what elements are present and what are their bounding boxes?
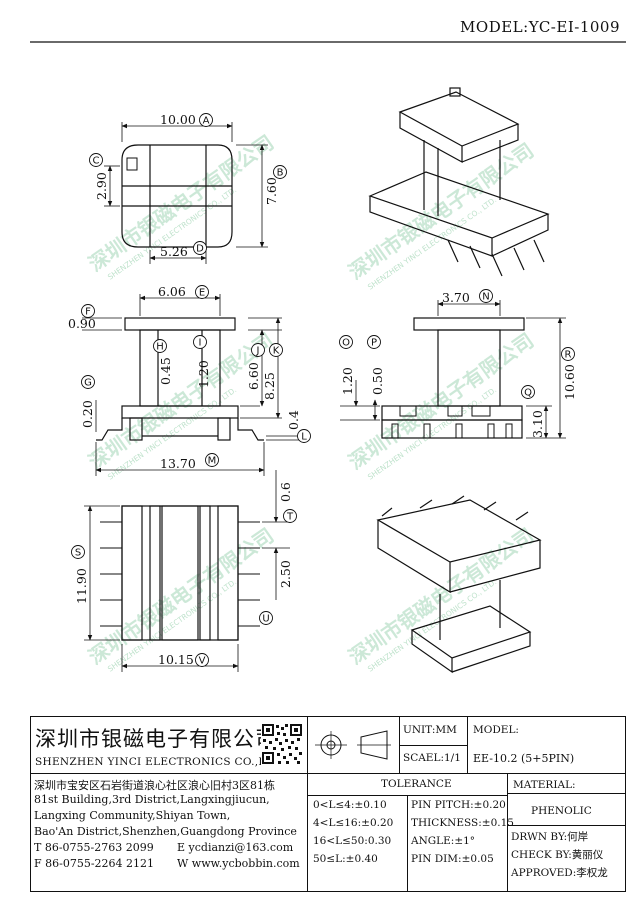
svg-text:B: B: [277, 168, 284, 179]
dim-R: 10.60: [562, 364, 577, 400]
svg-text:R: R: [565, 350, 572, 361]
svg-text:O: O: [342, 338, 350, 349]
tolerance-row: PIN PITCH:±0.20: [411, 799, 506, 811]
watermark-cn: 深圳市银磁电子有限公司: [344, 523, 538, 669]
watermark-cn: 深圳市银磁电子有限公司: [84, 523, 278, 669]
model-value: EE-10.2 (5+5PIN): [473, 752, 575, 765]
tolerance-row: 50≤L:±0.40: [313, 853, 378, 865]
tolerance-row: 16<L≤50:0.30: [313, 835, 392, 847]
svg-text:L: L: [301, 432, 307, 443]
model-caption: MODEL:: [473, 724, 519, 736]
svg-text:E: E: [199, 288, 205, 299]
dim-H: 0.45: [158, 357, 173, 385]
svg-text:U: U: [262, 614, 269, 625]
tolerance-title: TOLERANCE: [381, 778, 452, 790]
svg-text:P: P: [371, 338, 377, 349]
dim-O: 1.20: [340, 367, 355, 395]
address-line: Langxing Community,Shiyan Town,: [34, 809, 231, 822]
dim-T: 0.6: [278, 482, 293, 502]
dim-A: 10.00: [160, 112, 196, 127]
model-label: MODEL:YC-EI-1009: [460, 18, 620, 36]
dim-N: 3.70: [442, 290, 470, 305]
watermarks: 深圳市银磁电子有限公司 SHENZHEN YINCI ELECTRONICS C…: [84, 130, 538, 673]
watermark-cn: 深圳市银磁电子有限公司: [84, 328, 278, 474]
fax-text: F 86-0755-2264 2121: [34, 857, 155, 870]
svg-text:C: C: [93, 156, 100, 167]
unit-label: UNIT:MM: [403, 724, 457, 736]
check-by: CHECK BY:黄丽仪: [511, 849, 604, 861]
watermark-cn: 深圳市银磁电子有限公司: [344, 328, 538, 474]
technical-drawing: 深圳市银磁电子有限公司 SHENZHEN YINCI ELECTRONICS C…: [30, 41, 626, 674]
svg-text:F: F: [85, 307, 91, 318]
dim-C: 2.90: [94, 172, 109, 200]
svg-text:T: T: [286, 512, 294, 523]
address-line: Bao'An District,Shenzhen,Guangdong Provi…: [34, 825, 297, 838]
iso-view-bottom: [376, 495, 542, 674]
tolerance-row: 0<L≤4:±0.10: [313, 799, 387, 811]
dim-U: 2.50: [278, 560, 293, 588]
projection-symbol-icon: [315, 730, 391, 760]
iso-view-top: [368, 87, 550, 277]
dim-M: 13.70: [160, 456, 196, 471]
tolerance-row: THICKNESS:±0.15: [411, 817, 514, 829]
address-line: 深圳市宝安区石岩街道浪心社区浪心旧村3区81栋: [34, 779, 275, 792]
svg-text:N: N: [482, 292, 489, 303]
svg-text:J: J: [256, 346, 260, 357]
company-name-cn: 深圳市银磁电子有限公司: [35, 727, 277, 751]
side-view: [340, 300, 566, 439]
svg-text:H: H: [156, 342, 164, 353]
material-value: PHENOLIC: [531, 805, 592, 817]
svg-text:M: M: [208, 456, 217, 467]
svg-text:I: I: [199, 338, 202, 349]
tolerance-row: PIN DIM:±0.05: [411, 853, 494, 865]
dim-L: 0.4: [286, 410, 301, 430]
company-name-en: SHENZHEN YINCI ELECTRONICS CO.,LTD.: [35, 756, 285, 768]
title-block: 深圳市银磁电子有限公司 SHENZHEN YINCI ELECTRONICS C…: [30, 716, 626, 892]
scale-label: SCAEL:1/1: [403, 752, 461, 764]
svg-text:S: S: [75, 548, 81, 559]
top-view: [104, 122, 268, 264]
dim-B: 7.60: [264, 177, 279, 205]
dim-E: 6.06: [158, 284, 186, 299]
bottom-view: [84, 470, 290, 672]
drawn-by: DRWN BY:何岸: [511, 831, 589, 843]
dim-F: 0.90: [68, 316, 96, 331]
tolerance-row: 4<L≤16:±0.20: [313, 817, 394, 829]
dim-V: 10.15: [158, 652, 194, 667]
material-caption: MATERIAL:: [513, 779, 576, 791]
svg-text:A: A: [203, 116, 210, 127]
svg-text:D: D: [196, 244, 204, 255]
svg-text:Q: Q: [524, 388, 532, 399]
address-line: 81st Building,3rd District,Langxingjiucu…: [34, 793, 270, 806]
tolerance-row: ANGLE:±1°: [411, 835, 476, 847]
dim-S: 11.90: [74, 568, 89, 604]
dim-Q: 3.10: [530, 410, 545, 438]
qr-code-icon: [261, 723, 303, 765]
svg-text:G: G: [84, 378, 92, 389]
svg-text:K: K: [273, 346, 280, 357]
dim-I: 1.20: [196, 360, 211, 388]
dim-J: 6.60: [246, 362, 261, 390]
callouts: [71, 113, 575, 667]
watermark-cn: 深圳市银磁电子有限公司: [344, 138, 538, 284]
svg-text:V: V: [199, 656, 206, 667]
dim-D: 5.26: [160, 244, 188, 259]
dim-G: 0.20: [80, 400, 95, 428]
tel-text: T 86-0755-2763 2099: [34, 841, 154, 854]
web-text: W www.ycbobbin.com: [177, 857, 300, 870]
approved-by: APPROVED:李权龙: [511, 867, 608, 879]
dim-K: 8.25: [262, 372, 277, 400]
dim-P: 0.50: [370, 367, 385, 395]
callout-letters: A B C D E F G H I J K L M N O P Q R S T U V: [75, 116, 572, 667]
email-text: E ycdianzi@163.com: [177, 841, 294, 854]
